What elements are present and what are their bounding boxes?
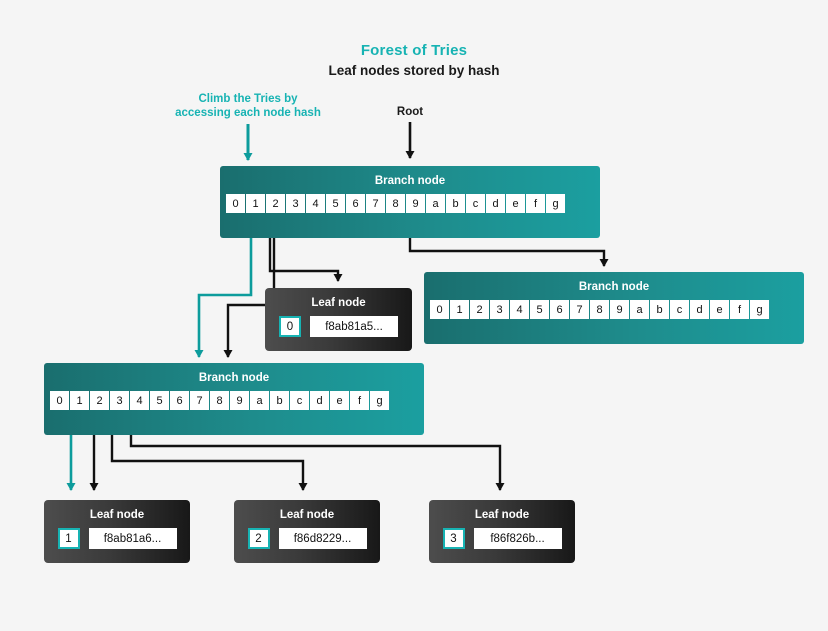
branch-cell-2[interactable]: 2 <box>470 300 489 319</box>
branch-cell-0[interactable]: 0 <box>226 194 245 213</box>
leaf-node-title: Leaf node <box>311 297 366 309</box>
annotation-climb-line2: accessing each node hash <box>175 107 321 119</box>
leaf-node-index: 1 <box>57 528 80 549</box>
branch-cell-4[interactable]: 4 <box>130 391 149 410</box>
branch-cell-a[interactable]: a <box>630 300 649 319</box>
branch-cell-f[interactable]: f <box>526 194 545 213</box>
branch-cell-e[interactable]: e <box>330 391 349 410</box>
branch-cell-b[interactable]: b <box>270 391 289 410</box>
branch-cell-7[interactable]: 7 <box>570 300 589 319</box>
leaf-node-hash: f86f826b... <box>473 528 562 549</box>
branch-cell-4[interactable]: 4 <box>510 300 529 319</box>
branch-cell-6[interactable]: 6 <box>170 391 189 410</box>
branch-cell-b[interactable]: b <box>446 194 465 213</box>
branch-cell-5[interactable]: 5 <box>326 194 345 213</box>
branch-cell-c[interactable]: c <box>670 300 689 319</box>
branch-cell-8[interactable]: 8 <box>386 194 405 213</box>
annotation-climb-the-tries: Climb the Tries by accessing each node h… <box>148 92 348 120</box>
leaf-node-title: Leaf node <box>279 509 335 521</box>
branch-cell-c[interactable]: c <box>466 194 485 213</box>
branch-cell-3[interactable]: 3 <box>490 300 509 319</box>
branch-node-title: Branch node <box>374 175 446 187</box>
branch-cell-8[interactable]: 8 <box>590 300 609 319</box>
branch-cell-1[interactable]: 1 <box>70 391 89 410</box>
annotation-root: Root <box>380 105 440 119</box>
branch-cell-3[interactable]: 3 <box>110 391 129 410</box>
branch-cell-g[interactable]: g <box>546 194 565 213</box>
branch-cell-c[interactable]: c <box>290 391 309 410</box>
leaf-node-index: 3 <box>442 528 465 549</box>
diagram-header: Forest of Tries Leaf nodes stored by has… <box>0 42 828 78</box>
branch-cell-8[interactable]: 8 <box>210 391 229 410</box>
branch-cell-a[interactable]: a <box>250 391 269 410</box>
leaf-node-index: 2 <box>247 528 270 549</box>
branch-cell-5[interactable]: 5 <box>150 391 169 410</box>
leaf-node-3[interactable]: Leaf node 3 f86f826b... <box>429 500 575 563</box>
branch-cell-b[interactable]: b <box>650 300 669 319</box>
branch-node-title: Branch node <box>578 281 650 293</box>
leaf-node-row: 0 f8ab81a5... <box>275 316 402 337</box>
branch-cell-3[interactable]: 3 <box>286 194 305 213</box>
branch-cell-4[interactable]: 4 <box>306 194 325 213</box>
wire-root0-to-left-branch-teal <box>194 228 253 359</box>
leaf-node-title: Leaf node <box>474 509 530 521</box>
branch-cell-g[interactable]: g <box>750 300 769 319</box>
branch-cell-7[interactable]: 7 <box>190 391 209 410</box>
branch-cell-2[interactable]: 2 <box>90 391 109 410</box>
branch-node-title: Branch node <box>198 372 270 384</box>
branch-cell-9[interactable]: 9 <box>406 194 425 213</box>
branch-cell-2[interactable]: 2 <box>266 194 285 213</box>
branch-cell-9[interactable]: 9 <box>610 300 629 319</box>
page-title: Forest of Tries <box>360 42 468 59</box>
branch-cell-d[interactable]: d <box>486 194 505 213</box>
leaf-node-0[interactable]: Leaf node 0 f8ab81a5... <box>265 288 412 351</box>
branch-cell-5[interactable]: 5 <box>530 300 549 319</box>
branch-cell-e[interactable]: e <box>506 194 525 213</box>
branch-cell-0[interactable]: 0 <box>430 300 449 319</box>
branch-cell-e[interactable]: e <box>710 300 729 319</box>
branch-cell-d[interactable]: d <box>310 391 329 410</box>
wire-left2-to-leaf2 <box>110 427 308 492</box>
leaf-node-row: 1 f8ab81a6... <box>54 528 180 549</box>
leaf-node-row: 2 f86d8229... <box>244 528 370 549</box>
wire-left3-to-leaf3 <box>129 427 505 492</box>
leaf-node-2[interactable]: Leaf node 2 f86d8229... <box>234 500 380 563</box>
annotation-root-line1: Root <box>396 106 424 118</box>
leaf-node-hash: f8ab81a5... <box>310 316 398 337</box>
branch-cell-7[interactable]: 7 <box>366 194 385 213</box>
leaf-node-title: Leaf node <box>89 509 145 521</box>
leaf-node-1[interactable]: Leaf node 1 f8ab81a6... <box>44 500 190 563</box>
leaf-node-hash: f86d8229... <box>278 528 367 549</box>
branch-cell-1[interactable]: 1 <box>450 300 469 319</box>
branch-cell-6[interactable]: 6 <box>346 194 365 213</box>
leaf-node-index: 0 <box>279 316 301 337</box>
annotation-climb-line1: Climb the Tries by <box>198 93 298 105</box>
branch-cell-0[interactable]: 0 <box>50 391 69 410</box>
leaf-node-hash: f8ab81a6... <box>88 528 177 549</box>
branch-cell-9[interactable]: 9 <box>230 391 249 410</box>
branch-cell-f[interactable]: f <box>350 391 369 410</box>
branch-cell-6[interactable]: 6 <box>550 300 569 319</box>
branch-cell-f[interactable]: f <box>730 300 749 319</box>
branch-cell-d[interactable]: d <box>690 300 709 319</box>
page-subtitle: Leaf nodes stored by hash <box>328 63 500 78</box>
leaf-node-row: 3 f86f826b... <box>439 528 565 549</box>
branch-cell-a[interactable]: a <box>426 194 445 213</box>
branch-cell-1[interactable]: 1 <box>246 194 265 213</box>
branch-cell-g[interactable]: g <box>370 391 389 410</box>
